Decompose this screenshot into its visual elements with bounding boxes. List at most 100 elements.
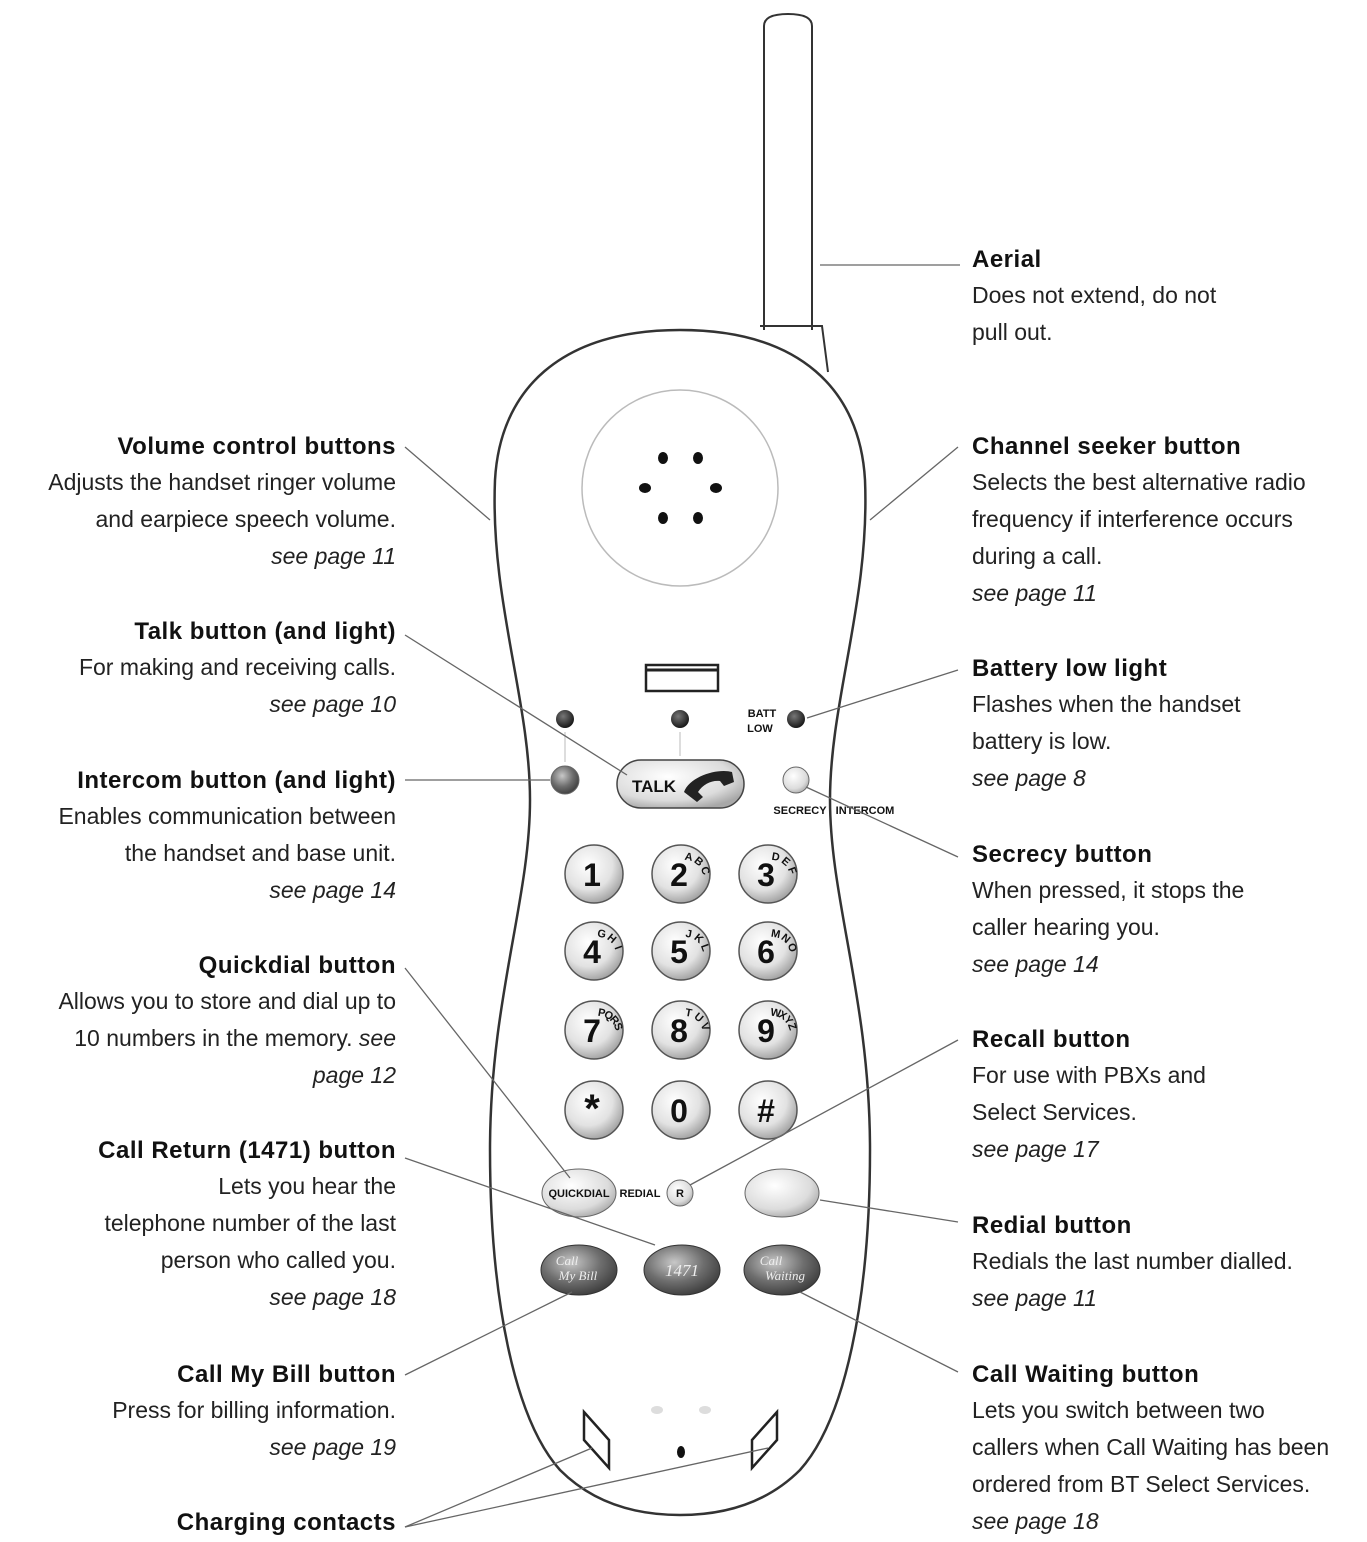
callout-text: callers when Call Waiting has been: [972, 1434, 1330, 1460]
callout-title: Call My Bill button: [177, 1361, 396, 1388]
callout-text: and earpiece speech volume.: [95, 506, 396, 532]
callout-text: Adjusts the handset ringer volume: [48, 469, 396, 495]
redial-label: REDIAL: [620, 1188, 661, 1200]
key-letter: J: [685, 928, 693, 941]
key-9[interactable]: [738, 1000, 798, 1060]
quickdial-button[interactable]: [541, 1168, 617, 1218]
key-digit: *: [584, 1087, 600, 1131]
low-label: LOW: [747, 723, 773, 735]
callout-title: Channel seeker button: [972, 433, 1242, 460]
callout-text: ordered from BT Select Services.: [972, 1471, 1311, 1497]
callout-redial: Redial button Redials the last number di…: [972, 1209, 1357, 1317]
callout-text: frequency if interference occurs: [972, 506, 1293, 532]
charging-contact-right: [750, 1408, 779, 1472]
callout-title: Intercom button (and light): [77, 767, 396, 794]
call-waiting-label-1: Call: [760, 1253, 783, 1268]
callout-text: the handset and base unit.: [124, 840, 396, 866]
page-reference: see page 11: [972, 580, 1097, 606]
callout-title: Charging contacts: [176, 1509, 396, 1536]
microphone-hole: [699, 1406, 711, 1414]
call-waiting-button[interactable]: [743, 1244, 821, 1296]
microphone: [677, 1446, 685, 1458]
callout-text: 10 numbers in the memory. see: [4, 1020, 396, 1057]
key-letter: S: [611, 1021, 625, 1032]
key-digit: 3: [757, 857, 775, 893]
key-digit: 7: [583, 1013, 601, 1049]
secrecy-button[interactable]: [782, 766, 810, 794]
page-reference: see page 11: [972, 1285, 1097, 1311]
key-letter: P: [597, 1007, 606, 1020]
callout-text: Redials the last number dialled.: [972, 1248, 1293, 1274]
key-letter: A: [684, 851, 694, 864]
key-digit: 1: [583, 857, 601, 893]
callout-text: person who called you.: [160, 1247, 396, 1273]
callout-channel-seeker: Channel seeker button Selects the best a…: [972, 430, 1352, 612]
key-2[interactable]: [651, 844, 711, 904]
callout-title: Recall button: [972, 1026, 1131, 1053]
key-digit: 0: [670, 1093, 688, 1129]
callout-text: Flashes when the handset: [972, 691, 1241, 717]
callout-text: For making and receiving calls.: [78, 654, 396, 680]
callout-title: Talk button (and light): [134, 618, 396, 645]
page-reference: see page 17: [972, 1136, 1099, 1162]
intercom-led: [556, 710, 574, 728]
callout-intercom: Intercom button (and light) Enables comm…: [4, 764, 396, 909]
page-reference: page 12: [312, 1062, 396, 1088]
key-letter: G: [596, 928, 607, 941]
key-6[interactable]: [738, 921, 798, 981]
key-letter: D: [771, 851, 781, 864]
callout-text: Does not extend, do not: [972, 282, 1217, 308]
key-digit: 8: [670, 1013, 688, 1049]
secrecy-label: SECRECY: [773, 805, 827, 817]
callout-text: Enables communication between: [58, 803, 396, 829]
talk-led: [671, 710, 689, 728]
key-4[interactable]: [564, 921, 624, 981]
callout-secrecy: Secrecy button When pressed, it stops th…: [972, 838, 1352, 983]
callout-text: Lets you hear the: [218, 1173, 396, 1199]
page-reference: see page 18: [269, 1284, 396, 1310]
page-reference: see page 8: [972, 765, 1086, 791]
key-star[interactable]: [564, 1080, 624, 1140]
key-letter: I: [612, 944, 624, 951]
talk-button[interactable]: [616, 759, 745, 809]
key-7[interactable]: [564, 1000, 624, 1060]
page-reference: see page 18: [972, 1508, 1099, 1534]
call-return-label: 1471: [665, 1261, 699, 1280]
callout-title: Redial button: [972, 1212, 1132, 1239]
key-5[interactable]: [651, 921, 711, 981]
call-my-bill-label-2: My Bill: [558, 1268, 598, 1283]
intercom-button[interactable]: [550, 765, 580, 795]
call-my-bill-button[interactable]: [540, 1244, 618, 1296]
phone-icon: [684, 770, 734, 802]
key-0[interactable]: [651, 1080, 711, 1140]
key-letter: C: [698, 865, 712, 877]
key-digit: 6: [757, 934, 775, 970]
microphone-hole: [651, 1406, 663, 1414]
charging-contact-left: [582, 1408, 611, 1472]
page-reference: see page 10: [269, 691, 396, 717]
callout-text: battery is low.: [972, 728, 1112, 754]
key-letter: Z: [785, 1022, 799, 1033]
battery-low-led: [787, 710, 805, 728]
key-3[interactable]: [738, 844, 798, 904]
key-1[interactable]: [564, 844, 624, 904]
callout-call-waiting: Call Waiting button Lets you switch betw…: [972, 1358, 1362, 1540]
callout-text: Press for billing information.: [112, 1397, 396, 1423]
aerial-base: [760, 325, 829, 373]
key-hash[interactable]: [738, 1080, 798, 1140]
key-letter: F: [785, 866, 799, 877]
call-return-button[interactable]: [643, 1244, 721, 1296]
earpiece-holes: [639, 452, 722, 524]
callout-text: during a call.: [972, 543, 1103, 569]
key-8[interactable]: [651, 1000, 711, 1060]
key-digit: 5: [670, 934, 688, 970]
callout-text: Lets you switch between two: [972, 1397, 1265, 1423]
callout-title: Battery low light: [972, 655, 1168, 682]
key-digit: 4: [583, 934, 601, 970]
earpiece: [581, 389, 779, 587]
page-reference: see page 14: [269, 877, 396, 903]
recall-button[interactable]: [666, 1179, 694, 1207]
callout-charging-contacts: Charging contacts: [4, 1506, 396, 1540]
redial-button[interactable]: [744, 1168, 820, 1218]
